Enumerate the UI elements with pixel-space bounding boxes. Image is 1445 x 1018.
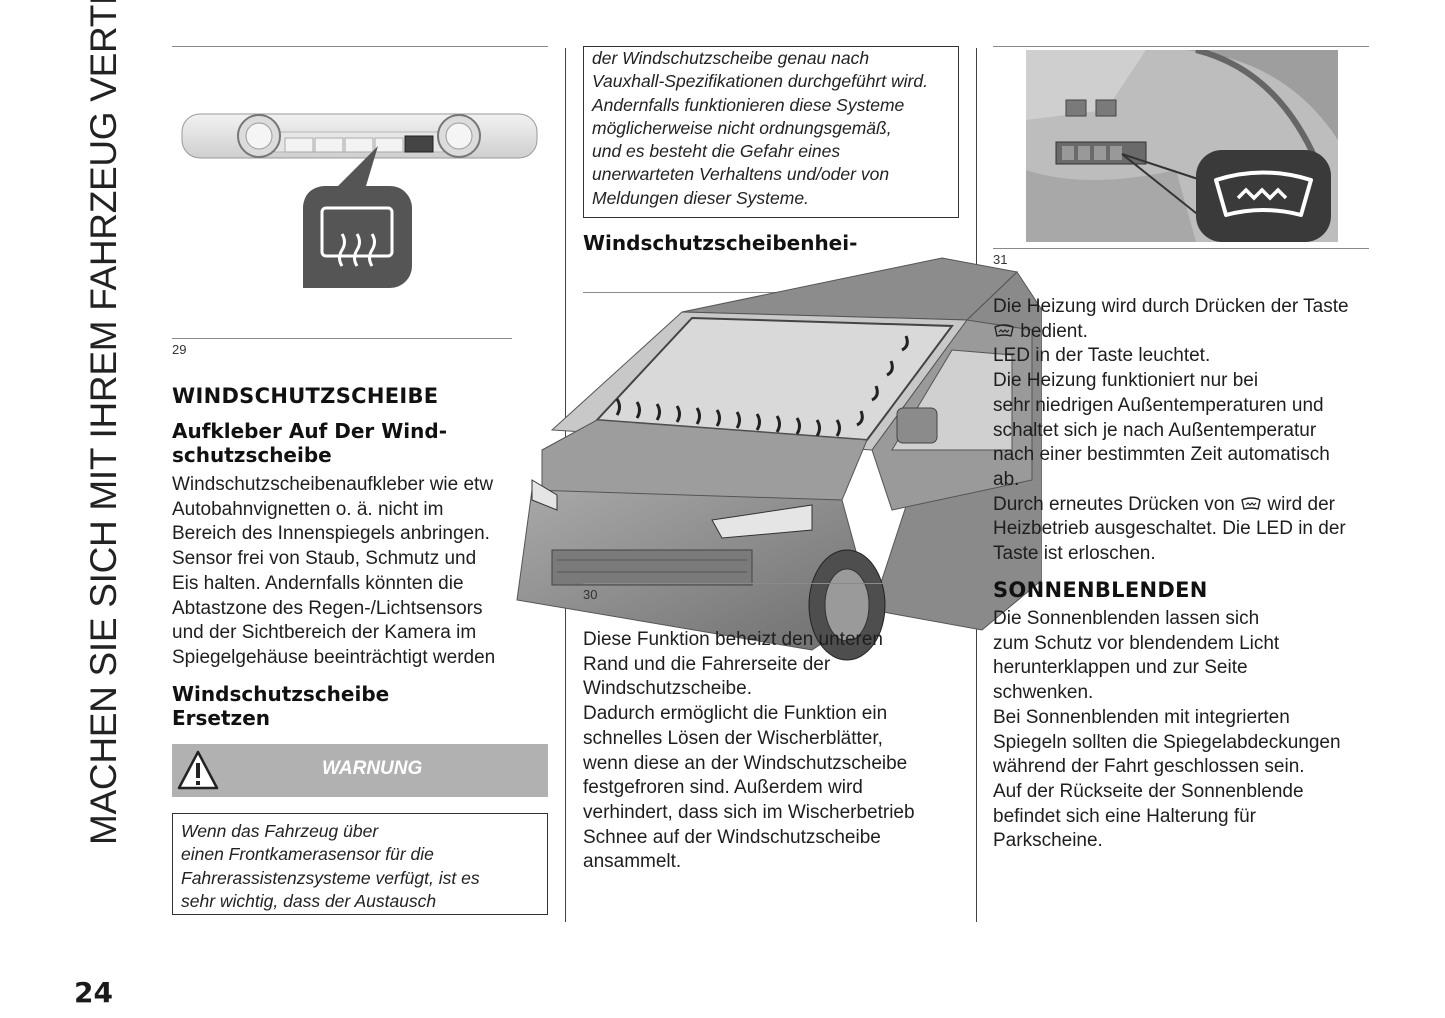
paragraph: Diese Funktion beheizt den unteren Rand … bbox=[583, 628, 959, 875]
heading-line: Aufkleber Auf Der Wind- bbox=[172, 419, 447, 443]
text-line: Spiegeln sollten die Spiegelabdeckungen bbox=[993, 731, 1341, 753]
text-line: bedient. bbox=[993, 320, 1369, 345]
figure-number: 30 bbox=[583, 587, 598, 602]
text-line: ab. bbox=[993, 468, 1020, 490]
paragraph: Die Sonnenblenden lassen sich zum Schutz… bbox=[993, 607, 1369, 854]
text-line: festgefroren sind. Außerdem wird bbox=[583, 777, 863, 799]
warning-text-box: Wenn das Fahrzeug über einen Frontkamera… bbox=[172, 813, 548, 915]
text-line: Eis halten. Andernfalls könnten die bbox=[172, 572, 464, 594]
text-line: zum Schutz vor blendendem Licht bbox=[993, 632, 1280, 654]
heading-line: schutzscheibe bbox=[172, 443, 332, 467]
paragraph: Die Heizung wird durch Drücken der Taste… bbox=[993, 295, 1369, 567]
text-line: Abtastzone des Regen-/Lichtsensors bbox=[172, 597, 483, 619]
text-line: LED in der Taste leuchtet. bbox=[993, 345, 1211, 367]
text-line: Die Sonnenblenden lassen sich bbox=[993, 608, 1260, 629]
warning-text-box-continued: der Windschutzscheibe genau nach Vauxhal… bbox=[583, 46, 959, 218]
subsection-heading: Aufkleber Auf Der Wind- schutzscheibe bbox=[172, 419, 447, 467]
heading-line: Windschutzscheibe bbox=[172, 682, 390, 706]
figure-top-rule bbox=[172, 46, 548, 47]
text-line: verhindert, dass sich im Wischerbetrieb bbox=[583, 801, 915, 823]
warning-triangle-icon bbox=[177, 750, 219, 790]
figure-top-rule bbox=[583, 292, 959, 293]
text-line: Vauxhall-Spezifikationen durchgeführt wi… bbox=[592, 71, 928, 92]
text-line: Meldungen dieser Systeme. bbox=[592, 187, 809, 208]
text-line: einen Frontkamerasensor für die bbox=[181, 844, 434, 865]
text-line: schwenken. bbox=[993, 682, 1094, 704]
text-line: Durch erneutes Drücken von wird der bbox=[993, 493, 1369, 518]
subsection-heading: Windschutzscheibenhei- bbox=[583, 231, 858, 255]
heading-line: Ersetzen bbox=[172, 706, 270, 730]
text-line: Schnee auf der Windschutzscheibe bbox=[583, 826, 881, 848]
text-line: befindet sich eine Halterung für bbox=[993, 805, 1256, 827]
text-line: Parkscheine. bbox=[993, 830, 1103, 852]
text-line: Die Heizung wird durch Drücken der Taste bbox=[993, 296, 1349, 317]
text-line: Bereich des Innenspiegels anbringen. bbox=[172, 523, 490, 545]
text-fragment: Durch erneutes Drücken von bbox=[993, 493, 1235, 515]
text-line: Andernfalls funktionieren diese Systeme bbox=[592, 94, 905, 115]
text-line: wenn diese an der Windschutzscheibe bbox=[583, 752, 908, 774]
text-line: unerwarteten Verhaltens und/oder von bbox=[592, 164, 890, 185]
text-line: Dadurch ermöglicht die Funktion ein bbox=[583, 703, 888, 725]
figure-number: 31 bbox=[993, 252, 1008, 267]
paragraph: Windschutzscheibenaufkleber wie etw Auto… bbox=[172, 473, 512, 671]
figure-30-van-heated-windshield bbox=[516, 257, 1042, 661]
text-line: Windschutzscheibe. bbox=[583, 678, 752, 700]
section-heading: SONNENBLENDEN bbox=[993, 578, 1208, 602]
text-line: Fahrerassistenzsysteme verfügt, ist es bbox=[181, 867, 480, 888]
figure-top-rule bbox=[993, 46, 1369, 47]
figure-number: 29 bbox=[172, 342, 187, 357]
text-line: sehr wichtig, dass der Austausch bbox=[181, 890, 437, 911]
text-line: schnelles Lösen der Wischerblätter, bbox=[583, 727, 883, 749]
text-line: nach einer bestimmten Zeit automatisch bbox=[993, 444, 1330, 466]
text-line: Taste ist erloschen. bbox=[993, 543, 1156, 565]
text-line: Auf der Rückseite der Sonnenblende bbox=[993, 780, 1304, 802]
windshield-heat-icon bbox=[994, 324, 1014, 337]
figure-bottom-rule bbox=[583, 583, 959, 584]
warning-banner: WARNUNG bbox=[172, 744, 548, 797]
figure-bottom-rule bbox=[172, 338, 512, 339]
text-line: Diese Funktion beheizt den unteren bbox=[583, 629, 883, 650]
chapter-title: MACHEN SIE SICH MIT IHREM FAHRZEUG VERTR… bbox=[83, 0, 124, 845]
text-line: und der Sichtbereich der Kamera im bbox=[172, 622, 477, 644]
page-number: 24 bbox=[74, 976, 113, 1009]
text-line: Spiegelgehäuse beeinträchtigt werden bbox=[172, 646, 496, 668]
text-line: Wenn das Fahrzeug über bbox=[181, 821, 379, 841]
text-line: Windschutzscheibenaufkleber wie etw bbox=[172, 474, 494, 495]
text-line: während der Fahrt geschlossen sein. bbox=[993, 756, 1305, 778]
text-fragment: wird der bbox=[1267, 493, 1335, 515]
text-line: sehr niedrigen Außentemperaturen und bbox=[993, 394, 1324, 416]
windshield-heat-icon bbox=[1241, 496, 1261, 510]
text-line: Die Heizung funktioniert nur bei bbox=[993, 370, 1259, 392]
text-line: Heizbetrieb ausgeschaltet. Die LED in de… bbox=[993, 518, 1346, 540]
figure-bottom-rule bbox=[993, 248, 1369, 249]
text-line: Rand und die Fahrerseite der bbox=[583, 653, 831, 675]
text-line: möglicherweise nicht ordnungsgemäß, bbox=[592, 117, 892, 138]
text-line: herunterklappen und zur Seite bbox=[993, 657, 1248, 679]
text-fragment: bedient. bbox=[1020, 320, 1088, 342]
text-line: Bei Sonnenblenden mit integrierten bbox=[993, 706, 1290, 728]
text-line: schaltet sich je nach Außentemperatur bbox=[993, 419, 1317, 441]
text-line: ansammelt. bbox=[583, 851, 682, 873]
section-heading: WINDSCHUTZSCHEIBE bbox=[172, 384, 439, 408]
warning-label: WARNUNG bbox=[322, 758, 423, 779]
text-line: Autobahnvignetten o. ä. nicht im bbox=[172, 498, 444, 520]
text-line: Sensor frei von Staub, Schmutz und bbox=[172, 548, 477, 570]
figure-31-windshield-heat-button bbox=[1026, 50, 1338, 242]
text-line: und es besteht die Gefahr eines bbox=[592, 141, 841, 162]
text-line: der Windschutzscheibe genau nach bbox=[592, 48, 870, 68]
subsection-heading: Windschutzscheibe Ersetzen bbox=[172, 682, 389, 730]
figure-29-rear-defrost-panel bbox=[181, 113, 538, 288]
